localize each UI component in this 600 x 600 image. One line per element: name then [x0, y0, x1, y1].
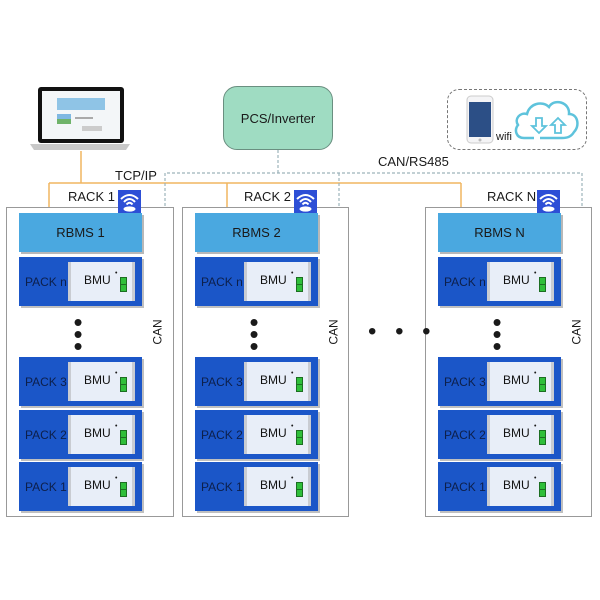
pack-label: PACK n — [201, 274, 243, 289]
tcpip-label: TCP/IP — [115, 168, 157, 183]
bmu-connector-icon — [120, 482, 127, 497]
bmu-connector-icon — [120, 430, 127, 445]
bmu-connector-icon — [296, 430, 303, 445]
pack-label: PACK 1 — [444, 479, 486, 494]
bmu-label: BMU — [503, 426, 530, 440]
wifi-label: wifi — [496, 131, 512, 143]
bmu-label: BMU — [260, 273, 287, 287]
bmu-label: BMU — [84, 478, 111, 492]
bmu-label: BMU — [503, 478, 530, 492]
can-label: CAN — [569, 319, 584, 345]
rbms-label: RBMS 1 — [56, 225, 105, 240]
more-packs-ellipsis: ••• — [492, 307, 502, 361]
wifi-cloud-group: wifi — [447, 89, 587, 150]
bmu-connector-icon — [539, 482, 546, 497]
bmu-module: BMU• — [244, 467, 311, 506]
battery-pack: PACK n BMU• — [195, 257, 318, 306]
pack-label: PACK 1 — [25, 479, 67, 494]
wifi-icon — [294, 190, 317, 213]
pack-label: PACK n — [25, 274, 67, 289]
rbms-label: RBMS 2 — [232, 225, 281, 240]
bmu-label: BMU — [260, 426, 287, 440]
bmu-module: BMU• — [68, 362, 135, 401]
cloud-upload-download-icon — [514, 100, 579, 140]
battery-pack: PACK n BMU• — [438, 257, 561, 306]
rbms-box: RBMS 2 — [195, 213, 318, 252]
bmu-connector-icon — [539, 377, 546, 392]
bmu-label: BMU — [503, 273, 530, 287]
bmu-connector-icon — [120, 277, 127, 292]
bmu-module: BMU• — [244, 362, 311, 401]
battery-pack: PACK 3 BMU• — [438, 357, 561, 406]
bmu-label: BMU — [503, 373, 530, 387]
smartphone-icon — [466, 95, 494, 144]
rbms-label: RBMS N — [474, 225, 525, 240]
more-packs-ellipsis: ••• — [249, 307, 259, 361]
bmu-label: BMU — [84, 373, 111, 387]
rack-label: RACK N — [487, 189, 537, 204]
can-label: CAN — [326, 319, 341, 345]
bmu-connector-icon — [120, 377, 127, 392]
bmu-module: BMU• — [244, 415, 311, 454]
can-label: CAN — [150, 319, 165, 345]
bmu-module: BMU• — [487, 467, 554, 506]
bmu-module: BMU• — [244, 262, 311, 301]
bmu-label: BMU — [260, 478, 287, 492]
battery-pack: PACK 3 BMU• — [195, 357, 318, 406]
pcs-inverter-label: PCS/Inverter — [240, 110, 316, 126]
rack-label: RACK 2 — [244, 189, 291, 204]
battery-pack: PACK 3 BMU• — [19, 357, 142, 406]
bmu-module: BMU• — [487, 262, 554, 301]
battery-pack: PACK 2 BMU• — [438, 410, 561, 459]
bmu-connector-icon — [296, 277, 303, 292]
bmu-label: BMU — [84, 426, 111, 440]
rbms-box: RBMS 1 — [19, 213, 142, 252]
bmu-module: BMU• — [68, 262, 135, 301]
pack-label: PACK n — [444, 274, 486, 289]
battery-pack: PACK 2 BMU• — [195, 410, 318, 459]
battery-pack: PACK n BMU• — [19, 257, 142, 306]
pack-label: PACK 2 — [201, 427, 243, 442]
wifi-icon — [537, 190, 560, 213]
pack-label: PACK 2 — [25, 427, 67, 442]
bmu-label: BMU — [84, 273, 111, 287]
battery-pack: PACK 1 BMU• — [438, 462, 561, 511]
wifi-icon — [118, 190, 141, 213]
bmu-connector-icon — [296, 377, 303, 392]
bmu-module: BMU• — [487, 362, 554, 401]
more-packs-ellipsis: ••• — [73, 307, 83, 361]
bmu-module: BMU• — [487, 415, 554, 454]
rbms-box: RBMS N — [438, 213, 561, 252]
bmu-module: BMU• — [68, 467, 135, 506]
pack-label: PACK 3 — [201, 374, 243, 389]
pack-label: PACK 3 — [25, 374, 67, 389]
bmu-connector-icon — [539, 277, 546, 292]
pack-label: PACK 1 — [201, 479, 243, 494]
more-racks-ellipsis: • • • — [368, 318, 437, 345]
tcpip-bus — [48, 151, 462, 213]
pack-label: PACK 3 — [444, 374, 486, 389]
pack-label: PACK 2 — [444, 427, 486, 442]
bmu-connector-icon — [539, 430, 546, 445]
battery-pack: PACK 1 BMU• — [19, 462, 142, 511]
battery-pack: PACK 1 BMU• — [195, 462, 318, 511]
pcs-inverter-box: PCS/Inverter — [223, 86, 333, 150]
canrs485-label: CAN/RS485 — [378, 154, 449, 169]
laptop-icon — [30, 86, 130, 152]
bmu-connector-icon — [296, 482, 303, 497]
bmu-label: BMU — [260, 373, 287, 387]
battery-pack: PACK 2 BMU• — [19, 410, 142, 459]
rack-label: RACK 1 — [68, 189, 115, 204]
bmu-module: BMU• — [68, 415, 135, 454]
